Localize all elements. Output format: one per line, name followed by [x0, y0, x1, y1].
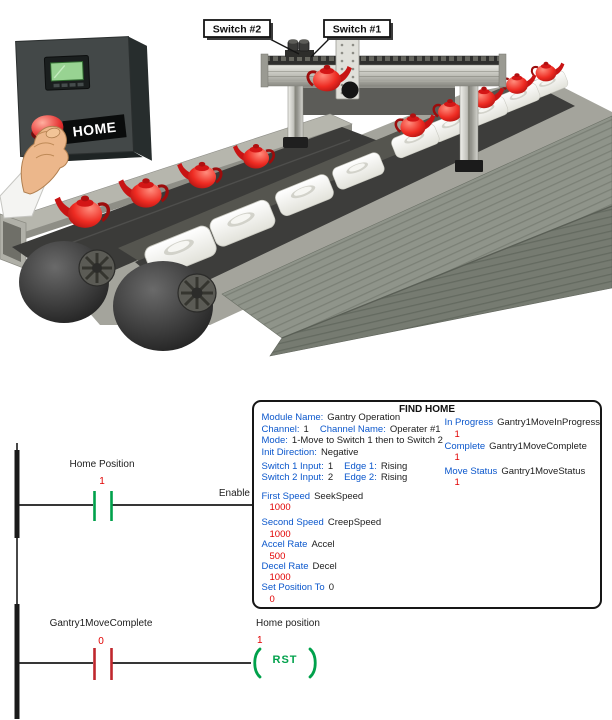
output-in-progress-value: 1 [454, 428, 460, 440]
callout-switch1: Switch #1 [310, 19, 393, 58]
find-home-block[interactable]: FIND HOME Module Name:Gantry Operation C… [252, 400, 602, 609]
rung1-contact-value: 1 [99, 476, 105, 487]
factory-scene: HOME Switch #2 Switch #1 [0, 19, 612, 357]
coil-tag-label: Home position [256, 618, 320, 629]
output-complete-value: 1 [454, 452, 460, 463]
param-mode: Mode:1-Move to Switch 1 then to Switch 2 [261, 434, 443, 446]
limit-switches [285, 39, 314, 57]
roller-hub [177, 273, 217, 313]
rung2-contact-value: 0 [98, 636, 104, 647]
param-first-speed-value: 1000 [269, 502, 291, 513]
hand [0, 125, 69, 219]
param-module-name: Module Name:Gantry Operation [261, 411, 401, 423]
rst-coil[interactable] [253, 647, 317, 679]
param-decel-rate-value: 1000 [269, 572, 291, 583]
contact-gantry1movecomplete[interactable] [93, 648, 113, 680]
conveyor-right [113, 60, 612, 357]
roller-hub [78, 249, 116, 287]
contact-home-position[interactable] [93, 491, 113, 521]
panel-screen [43, 54, 91, 91]
param-second-speed-value: 1000 [269, 528, 291, 540]
conveyor-left [0, 113, 394, 323]
switch1-label: Switch #1 [333, 24, 382, 36]
block-title: FIND HOME [398, 404, 456, 415]
param-accel-rate-value: 500 [269, 550, 286, 562]
enable-pin-label: Enable [218, 488, 250, 499]
side-rail-slab [221, 115, 612, 357]
gantry [260, 38, 507, 172]
switch2-label: Switch #2 [213, 24, 262, 36]
belt-left [12, 127, 394, 289]
home-label-plate: HOME [62, 114, 127, 145]
coil-mnemonic: RST [272, 654, 298, 666]
gantry-post-left [283, 83, 308, 148]
gripper [341, 81, 359, 99]
coil-tag-value: 1 [257, 635, 263, 646]
param-init-direction: Init Direction:Negative [261, 447, 359, 458]
rung2-contact-label: Gantry1MoveComplete [49, 618, 153, 629]
rung1-contact-label: Home Position [69, 459, 135, 470]
home-label: HOME [72, 119, 118, 140]
control-panel: HOME [15, 36, 152, 163]
callout-switch2: Switch #2 [203, 19, 300, 55]
param-set-position-value: 0 [269, 593, 275, 605]
gantry-carriage [306, 38, 360, 100]
output-move-status-value: 1 [454, 476, 460, 488]
